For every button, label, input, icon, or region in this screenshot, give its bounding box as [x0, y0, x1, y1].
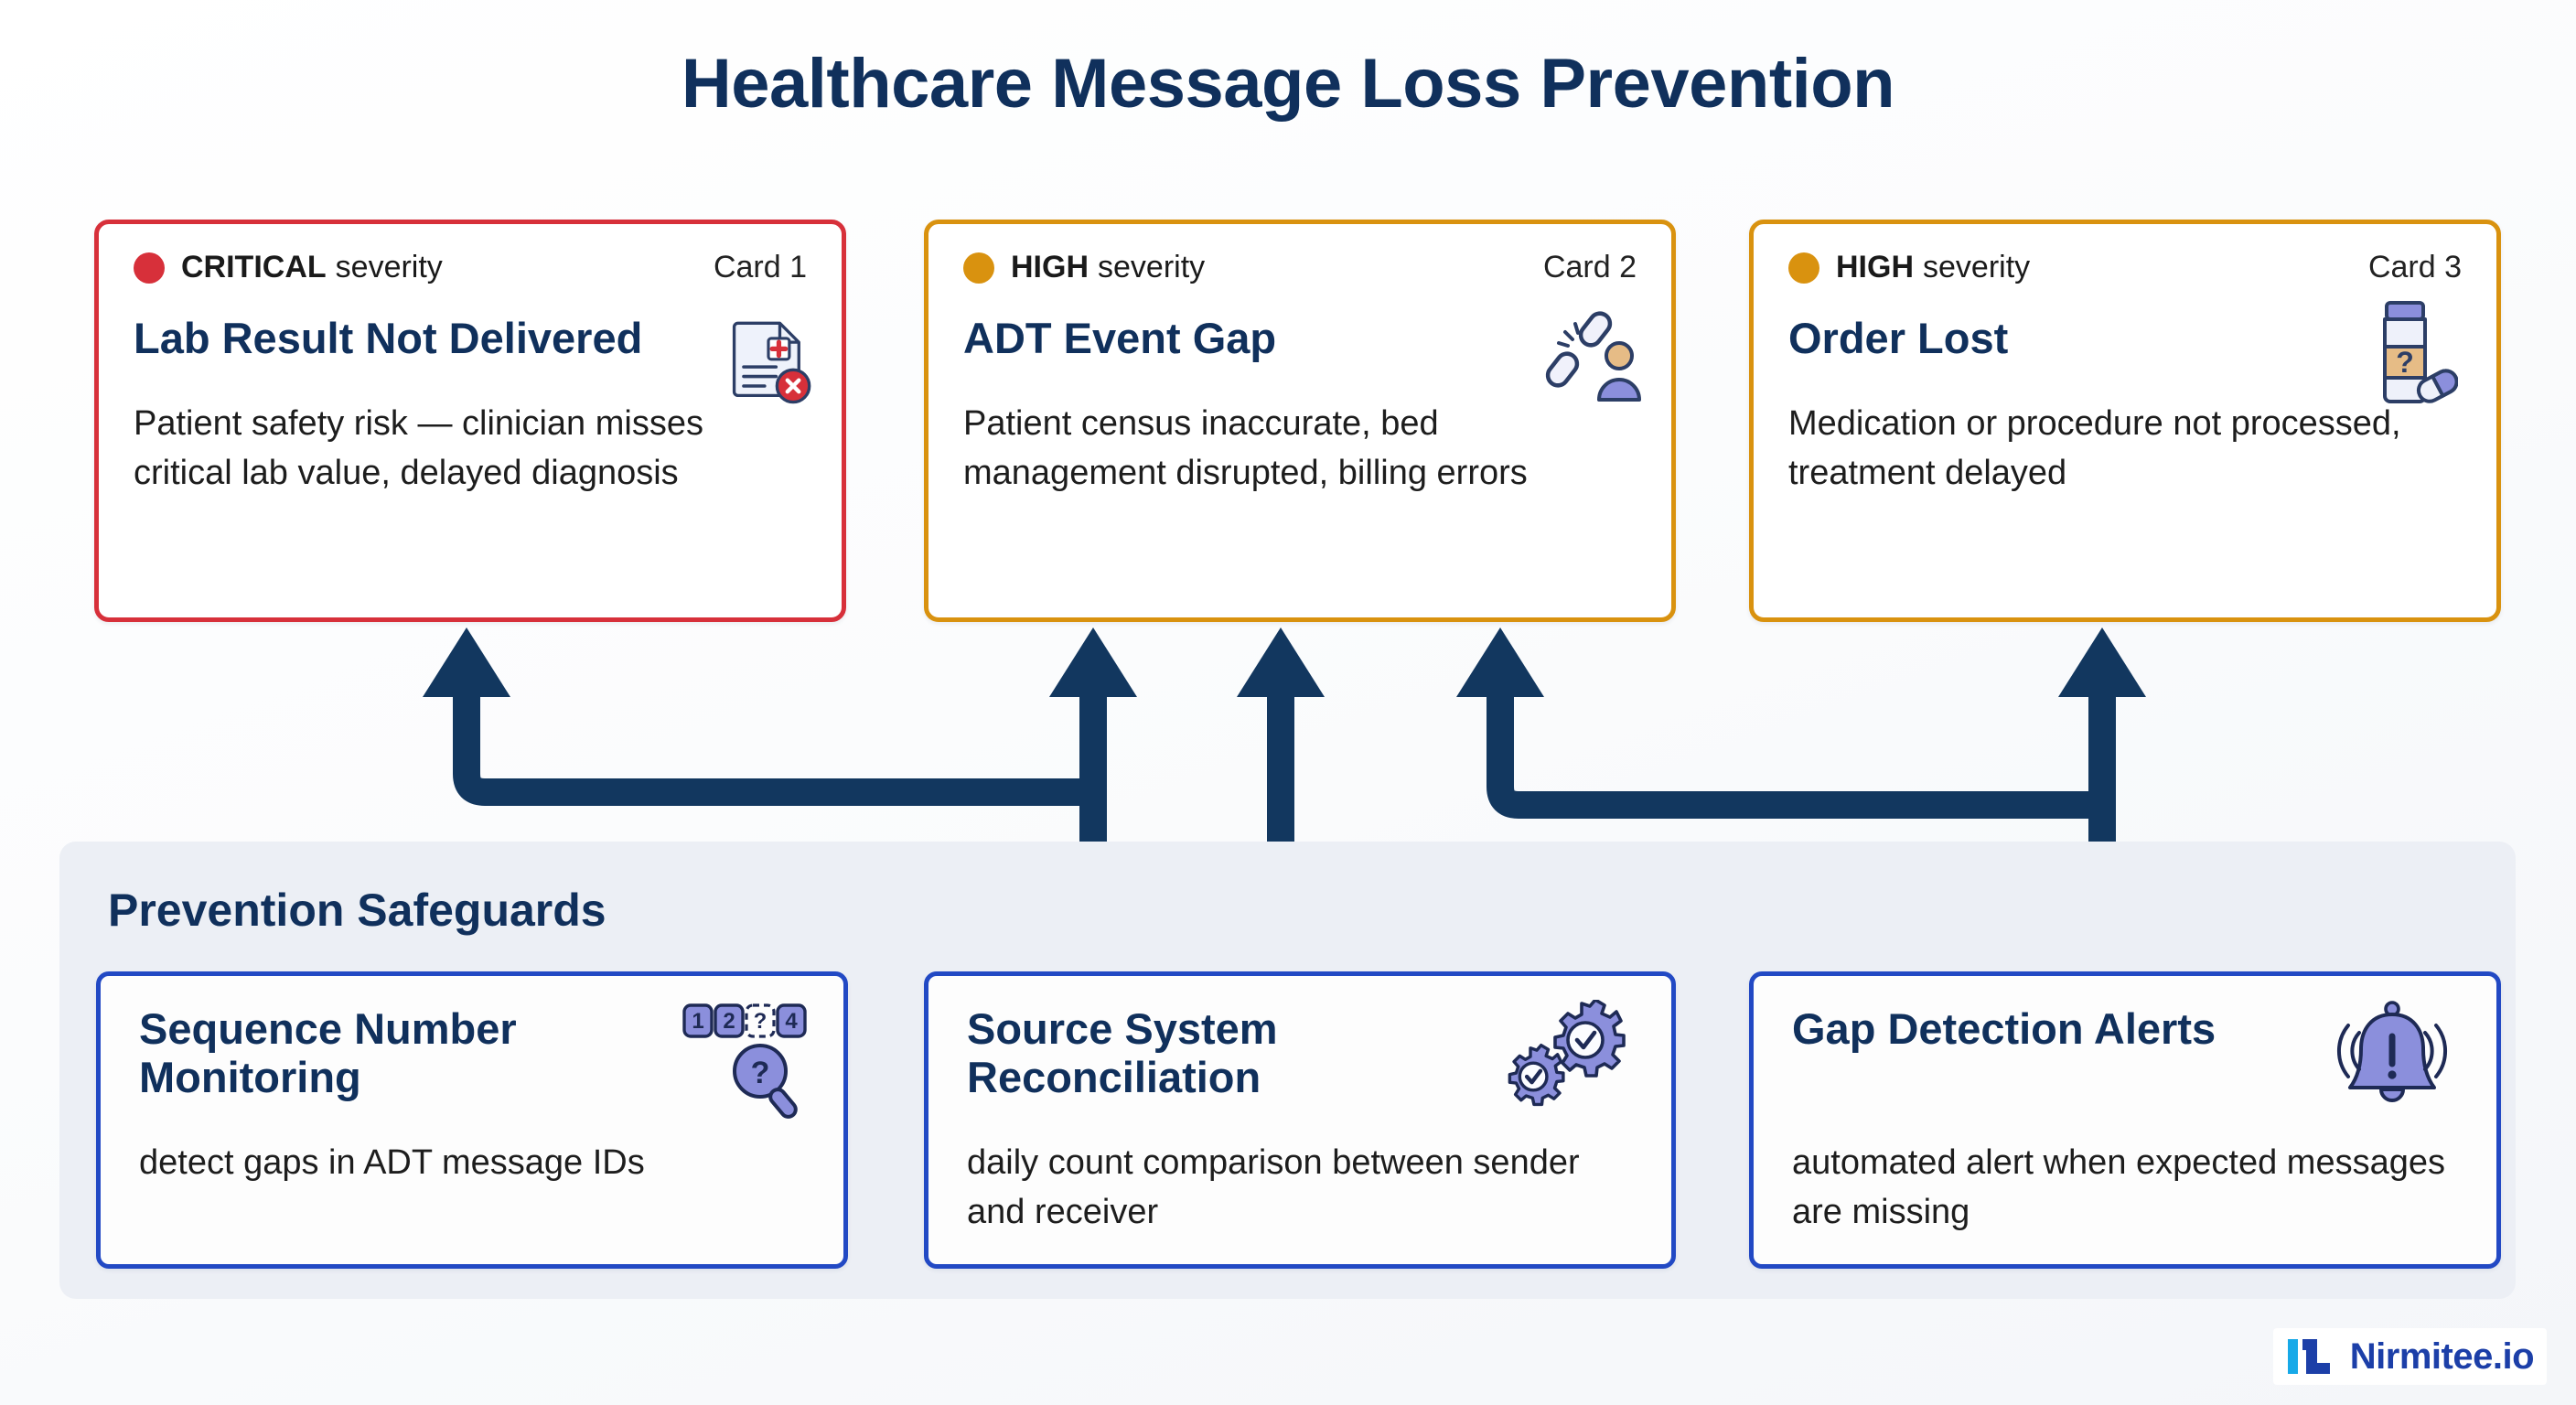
safeguard-card-3-description: automated alert when expected messages a…: [1792, 1143, 2445, 1231]
svg-text:4: 4: [785, 1009, 798, 1034]
number-sequence-gap-magnifier-icon: 1 2 ? 4 ?: [682, 1003, 807, 1119]
panel-title: Prevention Safeguards: [108, 885, 606, 936]
severity-level: CRITICAL: [181, 250, 327, 284]
brand-logo[interactable]: Nirmitee.io: [2272, 1328, 2547, 1385]
severity-level: HIGH: [1836, 250, 1914, 284]
risk-card-1-header: CRITICAL severity Card 1: [134, 250, 807, 285]
brand-name: Nirmitee.io: [2349, 1335, 2535, 1377]
medication-bottle-question-icon: ?: [2383, 301, 2458, 403]
broken-link-patient-icon: [1545, 311, 1641, 402]
severity-word: severity: [1923, 250, 2031, 284]
risk-card-2-description: Patient census inaccurate, bed managemen…: [963, 404, 1528, 492]
safeguard-card-2-description: daily count comparison between sender an…: [967, 1143, 1580, 1231]
svg-text:2: 2: [723, 1009, 735, 1034]
ringing-alert-bell-icon: [2337, 1001, 2447, 1102]
gears-check-icon: [1508, 1000, 1626, 1107]
arrowhead: [1237, 627, 1325, 697]
svg-text:1: 1: [692, 1009, 703, 1034]
severity-dot-icon: [1788, 252, 1819, 284]
severity-word: severity: [1098, 250, 1206, 284]
arrowhead: [2058, 627, 2146, 697]
risk-card-2-header: HIGH severity Card 2: [963, 250, 1637, 285]
card-number: Card 2: [1542, 250, 1637, 284]
safeguard-card-3[interactable]: Gap Detection Alerts automated alert whe…: [1749, 971, 2501, 1269]
risk-card-2-title: ADT Event Gap: [963, 314, 1277, 362]
risk-card-3[interactable]: HIGH severity Card 3 Order Lost ? Medica…: [1749, 220, 2501, 622]
risk-card-3-description: Medication or procedure not processed, t…: [1788, 404, 2401, 492]
nirmitee-logo-icon: [2287, 1339, 2330, 1374]
arrowhead: [423, 627, 510, 697]
safeguard-card-3-title: Gap Detection Alerts: [1792, 1004, 2216, 1053]
risk-card-2[interactable]: HIGH severity Card 2 ADT Event Gap Patie…: [924, 220, 1676, 622]
risk-card-3-header: HIGH severity Card 3: [1788, 250, 2462, 285]
severity-word: severity: [335, 250, 443, 284]
card-number: Card 3: [2367, 250, 2462, 284]
safeguard-card-1-description: detect gaps in ADT message IDs: [139, 1143, 645, 1182]
risk-card-1-title: Lab Result Not Delivered: [134, 314, 643, 362]
safeguard-card-1[interactable]: Sequence Number Monitoring 1 2 ? 4 ? det…: [96, 971, 848, 1269]
page-title: Healthcare Message Loss Prevention: [681, 45, 1895, 123]
safeguard-card-1-title: Sequence Number Monitoring: [139, 1004, 517, 1101]
svg-text:?: ?: [754, 1009, 767, 1034]
risk-card-3-title: Order Lost: [1788, 314, 2009, 362]
severity-level: HIGH: [1011, 250, 1089, 284]
risk-card-1-description: Patient safety risk — clinician misses c…: [134, 404, 703, 492]
safeguard-card-2[interactable]: Source System Reconciliation daily count…: [924, 971, 1676, 1269]
safeguard-card-2-title: Source System Reconciliation: [967, 1004, 1278, 1101]
arrowhead: [1456, 627, 1544, 697]
svg-text:?: ?: [2396, 346, 2414, 379]
card-number: Card 1: [713, 250, 807, 284]
document-medical-error-icon: [732, 321, 811, 404]
severity-dot-icon: [134, 252, 165, 284]
arrowhead: [1049, 627, 1137, 697]
svg-text:?: ?: [751, 1056, 770, 1090]
severity-dot-icon: [963, 252, 994, 284]
risk-card-1[interactable]: CRITICAL severity Card 1 Lab Result Not …: [94, 220, 846, 622]
